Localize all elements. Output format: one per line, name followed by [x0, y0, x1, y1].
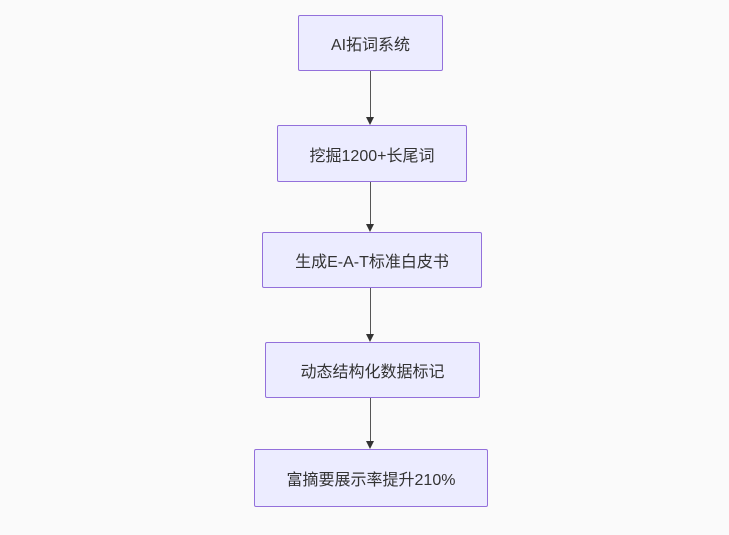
arrow-head-icon [366, 441, 374, 449]
flowchart-node-rich-snippet-rate: 富摘要展示率提升210% [254, 449, 488, 507]
flowchart-node-structured-data-markup: 动态结构化数据标记 [265, 342, 480, 398]
node-label: 富摘要展示率提升210% [286, 472, 456, 489]
arrow-line [369, 182, 371, 225]
flowchart-arrow-1 [365, 71, 376, 125]
arrow-head-icon [366, 334, 374, 342]
flowchart-node-longtail-keywords: 挖掘1200+长尾词 [277, 125, 467, 182]
arrow-head-icon [366, 224, 374, 232]
node-label: 生成E-A-T标准白皮书 [295, 254, 449, 271]
flowchart-arrow-3 [365, 288, 376, 342]
flowchart-node-ai-word-expansion-system: AI拓词系统 [298, 15, 443, 71]
node-label: 挖掘1200+长尾词 [309, 147, 435, 165]
flowchart-node-eat-whitepaper: 生成E-A-T标准白皮书 [262, 232, 482, 288]
node-label: AI拓词系统 [330, 37, 411, 54]
arrow-line [369, 288, 371, 335]
arrow-line [369, 71, 371, 118]
arrow-head-icon [366, 117, 374, 125]
flowchart-arrow-4 [365, 398, 376, 449]
arrow-line [369, 398, 371, 442]
node-label: 动态结构化数据标记 [300, 364, 445, 381]
flowchart-arrow-2 [365, 182, 376, 232]
